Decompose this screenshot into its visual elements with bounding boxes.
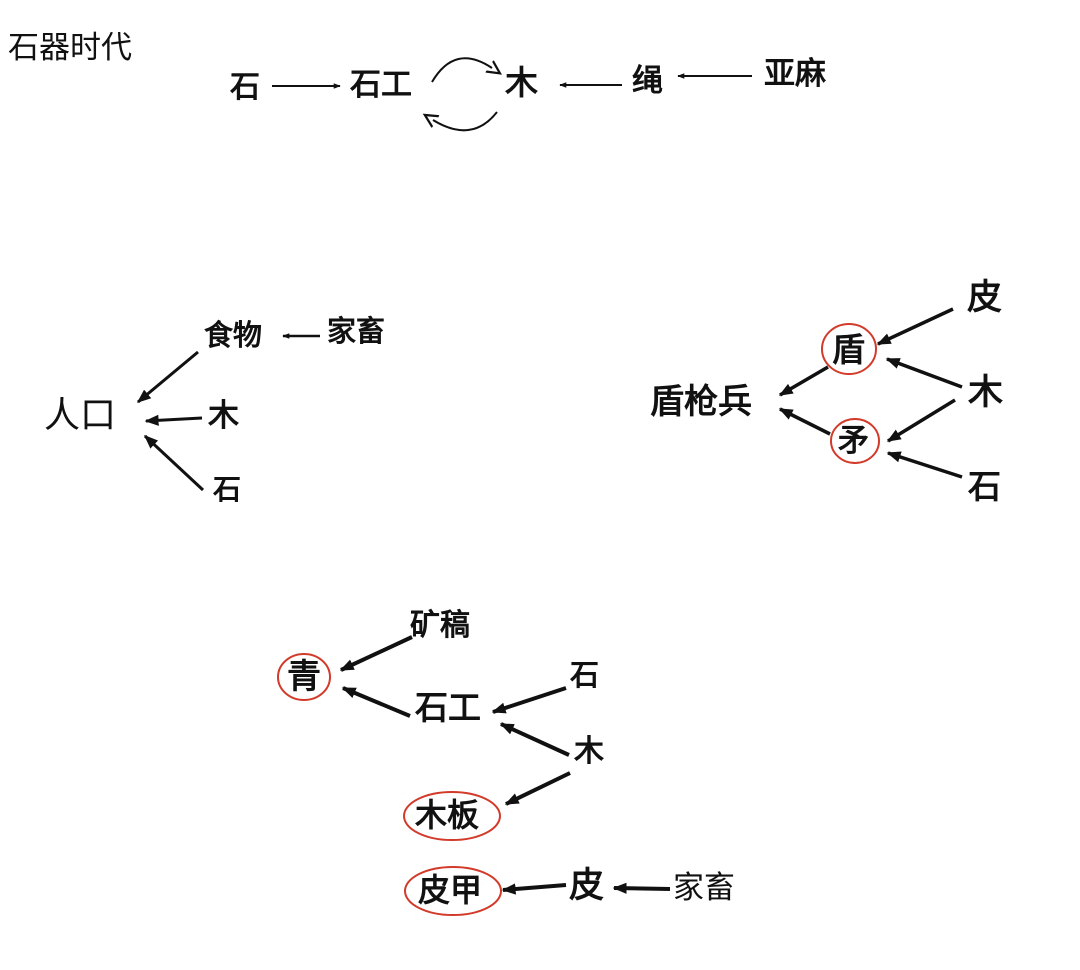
- highlight-circle: [830, 418, 880, 464]
- node-stonework: 石工: [415, 688, 481, 727]
- arrow-pickaxe-to-bronze: [339, 635, 413, 672]
- node-population: 人口: [44, 395, 117, 436]
- node-livestock: 家畜: [673, 870, 735, 906]
- page-title: 石器时代: [8, 30, 132, 66]
- node-wood: 木: [574, 734, 604, 769]
- arrow-spear-to-spearman: [778, 407, 831, 436]
- cycle-arrow-lower: [433, 111, 498, 132]
- arrow-stonework-to-bronze: [341, 686, 411, 718]
- node-livestock: 家畜: [327, 314, 386, 348]
- node-wood: 木: [505, 63, 538, 102]
- node-spear: 矛: [838, 423, 869, 459]
- node-pickaxe: 矿稿: [410, 608, 470, 643]
- highlight-circle: [403, 791, 501, 841]
- arrow-stone-to-stonework: [491, 686, 567, 714]
- arrow-hide-to-armor: [501, 883, 567, 895]
- node-wood: 木: [208, 398, 239, 434]
- node-wood: 木: [968, 373, 1004, 413]
- node-leather-armor: 皮甲: [418, 871, 483, 909]
- node-flax: 亚麻: [764, 56, 826, 92]
- arrow-wood-to-plank: [504, 771, 571, 806]
- arrow-stone-to-population: [143, 434, 205, 492]
- node-shield: 盾: [832, 330, 865, 369]
- highlight-circle: [821, 323, 877, 375]
- node-hide: 皮: [967, 278, 1003, 318]
- node-stone: 石: [968, 467, 1001, 506]
- arrow-wood-to-spear: [886, 398, 956, 443]
- arrow-wood-to-population: [144, 414, 203, 426]
- cycle-arrow-upper: [431, 57, 492, 83]
- node-plank: 木板: [415, 796, 480, 834]
- node-food: 食物: [204, 318, 263, 352]
- node-stone: 石: [570, 658, 600, 692]
- node-stone: 石: [230, 70, 260, 105]
- node-bronze: 青: [287, 657, 321, 697]
- arrow-livestock-to-hide: [612, 882, 671, 894]
- node-hide: 皮: [569, 866, 605, 906]
- arrow-wood-to-stonework: [499, 722, 570, 757]
- highlight-circle: [404, 866, 502, 916]
- node-stone: 石: [213, 473, 242, 506]
- highlight-circle: [277, 653, 331, 701]
- node-stonework: 石工: [350, 67, 412, 103]
- arrow-shield-to-spearman: [778, 365, 829, 397]
- arrow-hide-to-shield: [876, 307, 954, 346]
- node-rope: 绳: [632, 63, 663, 99]
- node-shield-spearman: 盾枪兵: [650, 382, 752, 422]
- arrow-food-to-population: [136, 350, 199, 404]
- arrow-stone-to-spear: [886, 451, 963, 479]
- arrow-wood-to-shield: [885, 357, 963, 389]
